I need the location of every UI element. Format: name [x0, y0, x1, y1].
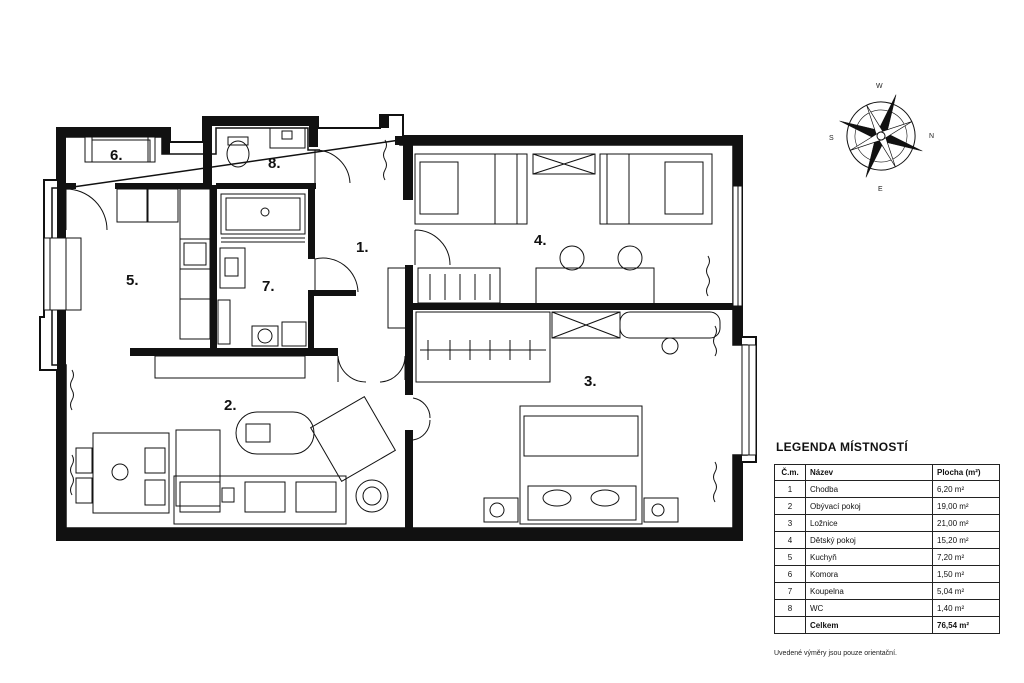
row-num: 6 [774, 565, 806, 583]
legend-header-num: Č.m. [774, 464, 806, 481]
total-num [774, 616, 806, 634]
legend-header-row: Č.m. Název Plocha (m²) [774, 464, 1000, 481]
room-label-8: 8. [268, 155, 281, 172]
row-area: 15,20 m² [932, 531, 1000, 549]
table-row: 5 Kuchyň 7,20 m² [774, 548, 1000, 566]
legend-table: Č.m. Název Plocha (m²) 1 Chodba 6,20 m² … [774, 464, 1000, 634]
doors [65, 149, 451, 441]
row-num: 8 [774, 599, 806, 617]
room-label-7: 7. [262, 278, 275, 295]
compass-rose [839, 94, 923, 178]
row-name: Koupelna [805, 582, 933, 600]
legend-header-name: Název [805, 464, 933, 481]
children-furniture [387, 153, 713, 329]
row-num: 4 [774, 531, 806, 549]
pantry-shelves [91, 139, 151, 163]
total-name: Celkem [805, 616, 933, 634]
table-row: 3 Ložnice 21,00 m² [774, 514, 1000, 532]
table-row: 2 Obývací pokoj 19,00 m² [774, 497, 1000, 515]
bathroom-fixtures [217, 193, 307, 347]
table-row: 4 Dětský pokoj 15,20 m² [774, 531, 1000, 549]
bedroom-furniture [415, 311, 721, 525]
room-label-5: 5. [126, 272, 139, 289]
row-area: 1,50 m² [932, 565, 1000, 583]
legend-header-area: Plocha (m²) [932, 464, 1000, 481]
interior-walls [66, 145, 733, 528]
row-name: Komora [805, 565, 933, 583]
table-row: 8 WC 1,40 m² [774, 599, 1000, 617]
living-furniture [75, 395, 397, 525]
compass-label-e: E [878, 186, 883, 193]
room-label-4: 4. [534, 232, 547, 249]
row-num: 5 [774, 548, 806, 566]
row-area: 1,40 m² [932, 599, 1000, 617]
row-area: 7,20 m² [932, 548, 1000, 566]
room-legend: LEGENDA MÍSTNOSTÍ Č.m. Název Plocha (m²)… [774, 440, 1000, 634]
room-label-1: 1. [356, 239, 369, 256]
legend-title: LEGENDA MÍSTNOSTÍ [776, 440, 908, 454]
row-num: 7 [774, 582, 806, 600]
row-num: 2 [774, 497, 806, 515]
row-area: 21,00 m² [932, 514, 1000, 532]
row-area: 5,04 m² [932, 582, 1000, 600]
radiators [70, 139, 717, 503]
wall-fills [57, 115, 742, 540]
windows [43, 136, 757, 456]
row-name: Chodba [805, 480, 933, 498]
total-area: 76,54 m² [932, 616, 1000, 634]
row-name: Kuchyň [805, 548, 933, 566]
legend-total-row: Celkem 76,54 m² [774, 616, 1000, 634]
room-labels: 1. 2. 3. 4. 5. 6. 7. 8. [110, 147, 597, 414]
table-row: 7 Koupelna 5,04 m² [774, 582, 1000, 600]
row-name: WC [805, 599, 933, 617]
wc-fixtures [226, 127, 306, 168]
room-label-3: 3. [584, 373, 597, 390]
compass-label-s: S [829, 135, 834, 142]
row-area: 6,20 m² [932, 480, 1000, 498]
row-name: Ložnice [805, 514, 933, 532]
kitchen-fixtures [116, 188, 306, 379]
row-area: 19,00 m² [932, 497, 1000, 515]
row-name: Dětský pokoj [805, 531, 933, 549]
compass-label-n: N [929, 133, 934, 140]
table-row: 6 Komora 1,50 m² [774, 565, 1000, 583]
room-label-6: 6. [110, 147, 123, 164]
row-name: Obývací pokoj [805, 497, 933, 515]
room-label-2: 2. [224, 397, 237, 414]
row-num: 1 [774, 480, 806, 498]
compass-label-w: W [876, 83, 883, 90]
table-row: 1 Chodba 6,20 m² [774, 480, 1000, 498]
disclaimer-note: Uvedené výměry jsou pouze orientační. [774, 650, 897, 657]
row-num: 3 [774, 514, 806, 532]
